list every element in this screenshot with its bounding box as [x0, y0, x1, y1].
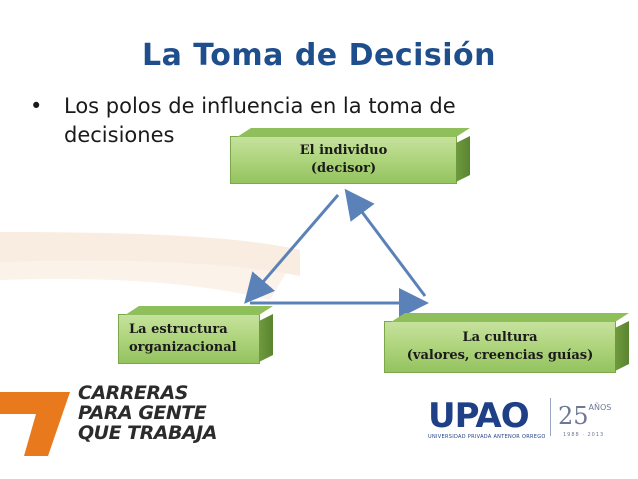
bullet-text: Los polos de influencia en la toma de de… [64, 94, 456, 147]
node-individuo-line2: (decisor) [310, 161, 377, 176]
anniversary-badge: 25AÑOS [558, 402, 611, 430]
carreras-line-3: QUE TRABAJA [78, 422, 217, 444]
node-cultura: La cultura (valores, creencias guías) [384, 321, 616, 373]
node-estructura: La estructura organizacional [118, 314, 260, 364]
node-estructura-line2: organizacional [129, 340, 237, 355]
bullet-marker: • [30, 94, 43, 118]
node-estructura-line1: La estructura [129, 322, 228, 337]
upao-divider [550, 398, 551, 436]
anniversary-word: AÑOS [588, 403, 612, 412]
carreras-logo-icon [0, 392, 70, 456]
node-cultura-line2: (valores, creencias guías) [406, 348, 594, 363]
anniversary-years: 1988 · 2013 [563, 432, 605, 438]
arrow-individuo-to-estructura [244, 194, 340, 304]
node-individuo: El individuo (decisor) [230, 136, 457, 184]
node-individuo-line1: El individuo [299, 143, 388, 158]
slide-title: La Toma de Decisión [141, 38, 497, 73]
carreras-logo: CARRERAS PARA GENTE QUE TRABAJA [78, 383, 217, 443]
upao-full-name: UNIVERSIDAD PRIVADA ANTENOR ORREGO [428, 434, 546, 440]
arrow-cultura-to-individuo [344, 188, 427, 297]
node-cultura-line1: La cultura [462, 330, 538, 345]
carreras-line-1: CARRERAS [78, 382, 188, 404]
carreras-line-2: PARA GENTE [78, 402, 207, 424]
bullet-point: • Los polos de influencia en la toma de … [30, 92, 510, 150]
upao-logo: UPAO [428, 396, 530, 436]
anniversary-number: 25 [558, 402, 589, 430]
